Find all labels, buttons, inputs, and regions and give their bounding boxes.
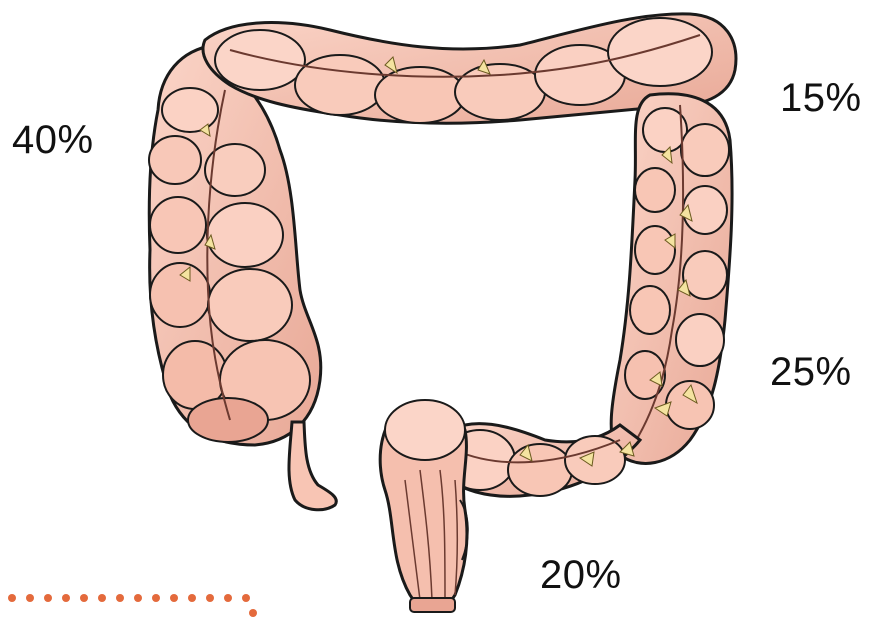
sigmoid-colon-percentage: 20% (540, 555, 622, 595)
rectum (380, 400, 468, 612)
descending-colon-percentage: 25% (770, 352, 852, 392)
ascending-colon-percentage: 40% (12, 120, 94, 160)
appendix (289, 422, 336, 510)
transverse-colon-percentage: 15% (780, 78, 862, 118)
descending-colon (611, 94, 732, 464)
dotted-divider (8, 594, 257, 617)
